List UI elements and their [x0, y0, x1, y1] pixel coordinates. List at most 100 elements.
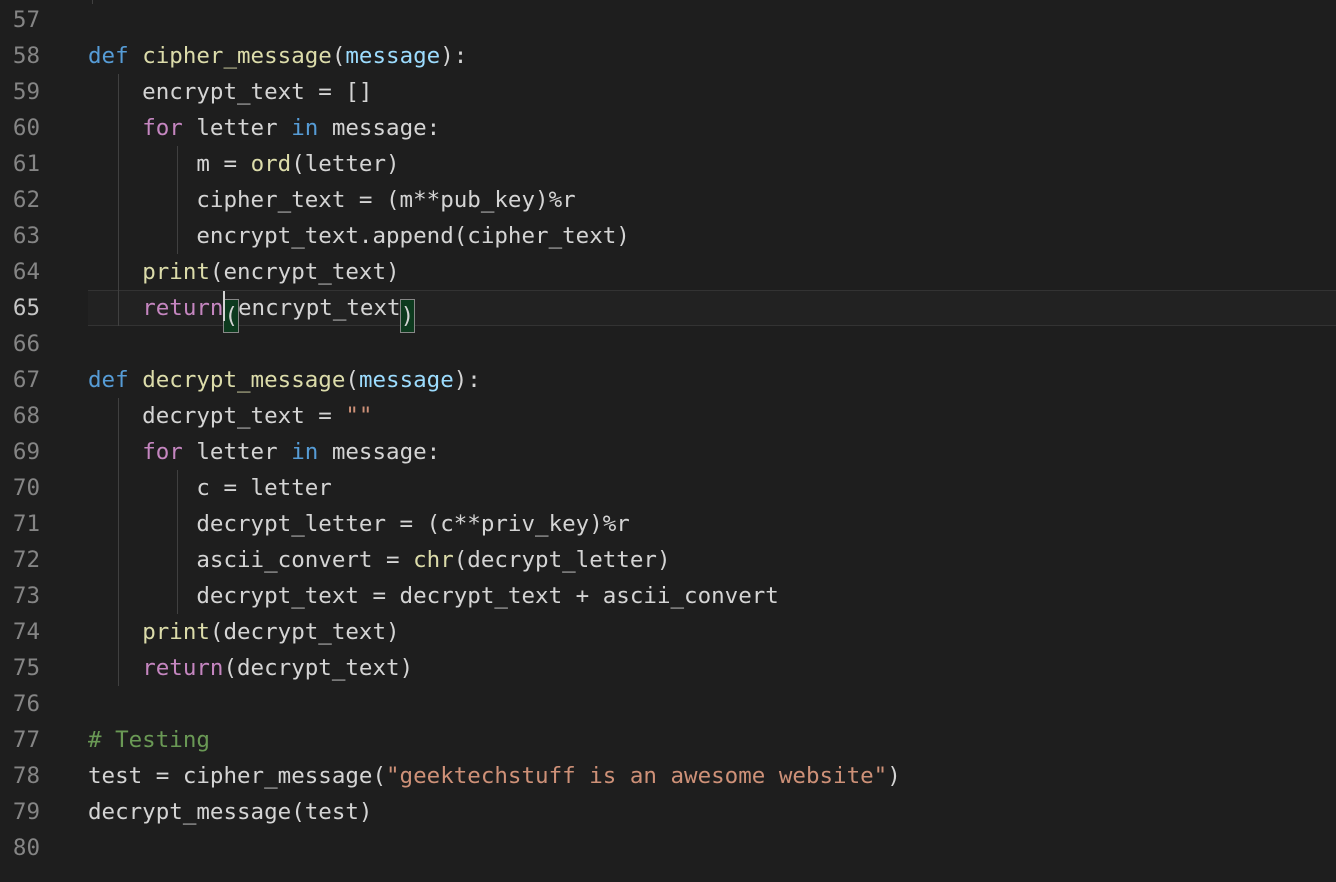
code-line[interactable]: 61 m = ord(letter) — [0, 146, 1336, 182]
code-token: ord — [250, 151, 292, 177]
code-token: (decrypt_text) — [209, 619, 400, 645]
code-token: letter — [182, 439, 292, 465]
code-token: print — [142, 259, 210, 285]
code-line[interactable]: 62 cipher_text = (m**pub_key)%r — [0, 182, 1336, 218]
code-token — [88, 655, 142, 681]
code-token — [88, 115, 142, 141]
code-line[interactable]: 64 print(encrypt_text) — [0, 254, 1336, 290]
code-line[interactable]: 75 return(decrypt_text) — [0, 650, 1336, 686]
indent-guide-partial — [92, 0, 93, 4]
code-text[interactable]: test = cipher_message("geektechstuff is … — [88, 758, 901, 794]
code-text[interactable]: decrypt_letter = (c**priv_key)%r — [88, 506, 630, 542]
code-line[interactable]: 74 print(decrypt_text) — [0, 614, 1336, 650]
code-text[interactable]: encrypt_text = [] — [88, 74, 372, 110]
code-token: ascii_convert = — [88, 547, 414, 573]
code-line[interactable]: 59 encrypt_text = [] — [0, 74, 1336, 110]
code-line[interactable]: 72 ascii_convert = chr(decrypt_letter) — [0, 542, 1336, 578]
line-number: 63 — [12, 223, 40, 249]
code-text[interactable]: def decrypt_message(message): — [88, 362, 481, 398]
indent-guide — [117, 182, 119, 218]
code-token — [88, 295, 142, 321]
line-number: 75 — [12, 655, 40, 681]
code-line[interactable]: 80 — [0, 830, 1336, 866]
code-line[interactable]: 63 encrypt_text.append(cipher_text) — [0, 218, 1336, 254]
code-token: (letter) — [291, 151, 400, 177]
code-token: ): — [440, 43, 468, 69]
indent-guide — [117, 578, 119, 614]
code-token: (encrypt_text) — [209, 259, 400, 285]
code-line[interactable]: 68 decrypt_text = "" — [0, 398, 1336, 434]
code-text[interactable]: decrypt_text = "" — [88, 398, 372, 434]
code-token: ( — [345, 367, 359, 393]
code-text[interactable]: decrypt_text = decrypt_text + ascii_conv… — [88, 578, 779, 614]
code-text[interactable]: print(encrypt_text) — [88, 254, 400, 290]
indent-guide — [117, 254, 119, 290]
indent-guide — [176, 218, 178, 254]
code-token: decrypt_letter = (c**priv_key)%r — [88, 511, 630, 537]
code-text[interactable]: m = ord(letter) — [88, 146, 400, 182]
code-line[interactable]: 76 — [0, 686, 1336, 722]
code-token: for — [142, 439, 183, 465]
line-number: 70 — [12, 475, 40, 501]
code-line[interactable]: 73 decrypt_text = decrypt_text + ascii_c… — [0, 578, 1336, 614]
code-token: # Testing — [88, 727, 210, 753]
code-text[interactable]: cipher_text = (m**pub_key)%r — [88, 182, 575, 218]
indent-guide — [117, 74, 119, 110]
indent-guide — [176, 542, 178, 578]
code-line[interactable]: 66 — [0, 326, 1336, 362]
code-token: "" — [345, 403, 373, 429]
code-line[interactable]: 57 — [0, 2, 1336, 38]
indent-guide — [117, 650, 119, 686]
code-token: print — [142, 619, 210, 645]
code-line[interactable]: 60 for letter in message: — [0, 110, 1336, 146]
code-text[interactable]: return(decrypt_text) — [88, 650, 413, 686]
bracket-match-highlight: ) — [399, 299, 416, 333]
code-token: chr — [413, 547, 454, 573]
line-number: 76 — [12, 691, 40, 717]
indent-guide — [117, 110, 119, 146]
code-token: "geektechstuff is an awesome website" — [386, 763, 888, 789]
code-token: (decrypt_letter) — [453, 547, 671, 573]
code-token: decrypt_text = decrypt_text + ascii_conv… — [88, 583, 779, 609]
code-text[interactable]: encrypt_text.append(cipher_text) — [88, 218, 630, 254]
code-text[interactable]: decrypt_message(test) — [88, 794, 372, 830]
code-token — [88, 259, 142, 285]
code-text[interactable]: return(encrypt_text) — [88, 290, 416, 333]
code-token: c = letter — [88, 475, 332, 501]
code-text[interactable]: for letter in message: — [88, 434, 440, 470]
code-token: encrypt_text = [] — [88, 79, 373, 105]
code-token: letter — [182, 115, 292, 141]
line-number: 65 — [12, 295, 40, 321]
code-token: message: — [318, 115, 441, 141]
line-number: 62 — [12, 187, 40, 213]
code-line[interactable]: 77# Testing — [0, 722, 1336, 758]
code-line[interactable]: 65 return(encrypt_text) — [0, 290, 1336, 333]
code-token: return — [142, 655, 224, 681]
code-text[interactable]: c = letter — [88, 470, 332, 506]
code-line[interactable]: 70 c = letter — [0, 470, 1336, 506]
code-text[interactable]: ascii_convert = chr(decrypt_letter) — [88, 542, 671, 578]
code-text[interactable]: # Testing — [88, 722, 210, 758]
indent-guide — [117, 614, 119, 650]
indent-guide — [176, 182, 178, 218]
code-line[interactable]: 69 for letter in message: — [0, 434, 1336, 470]
code-line[interactable]: 78 test = cipher_message("geektechstuff i… — [0, 758, 1336, 794]
code-token: decrypt_message — [142, 367, 346, 393]
code-token — [129, 367, 143, 393]
code-text[interactable]: def cipher_message(message): — [88, 38, 467, 74]
line-number: 78 — [12, 763, 40, 789]
code-token: encrypt_text.append(cipher_text) — [88, 223, 630, 249]
code-line[interactable]: 71 decrypt_letter = (c**priv_key)%r — [0, 506, 1336, 542]
indent-guide — [176, 578, 178, 614]
code-token: in — [291, 115, 319, 141]
code-token: (decrypt_text) — [223, 655, 414, 681]
code-text[interactable]: print(decrypt_text) — [88, 614, 400, 650]
code-text[interactable]: for letter in message: — [88, 110, 440, 146]
code-token — [88, 439, 142, 465]
indent-guide — [117, 146, 119, 182]
